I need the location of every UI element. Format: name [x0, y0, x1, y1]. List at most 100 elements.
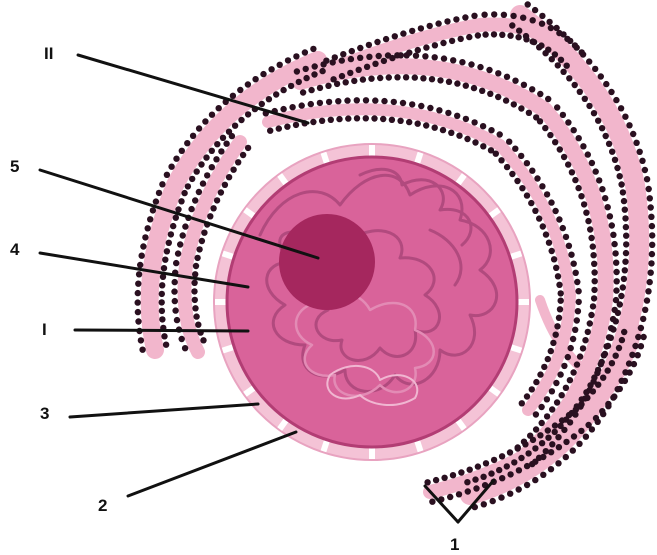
ribosome-dot [518, 455, 524, 461]
ribosome-dot [603, 343, 609, 349]
ribosome-dot [595, 382, 601, 388]
ribosome-dot [427, 23, 433, 29]
ribosome-dot [519, 400, 525, 406]
ribosome-dot [344, 97, 350, 103]
ribosome-dot [488, 127, 494, 133]
ribosome-dot [495, 70, 501, 76]
ribosome-dot [516, 28, 522, 34]
ribosome-dot [573, 407, 579, 413]
ribosome-dot [203, 154, 209, 160]
ribosome-dot [531, 39, 537, 45]
ribosome-dot [648, 260, 654, 266]
ribosome-dot [645, 288, 651, 294]
ribosome-dot [351, 78, 357, 84]
ribosome-dot [173, 260, 179, 266]
ribosome-dot [560, 69, 566, 75]
ribosome-dot [135, 281, 141, 287]
ribosome-dot [139, 347, 145, 353]
ribosome-dot [566, 243, 572, 249]
ribosome-dot [450, 472, 456, 478]
ribosome-dot [245, 145, 251, 151]
ribosome-dot [294, 68, 300, 74]
ribosome-dot [570, 336, 576, 342]
ribosome-dot [510, 13, 516, 19]
ribosome-dot [328, 117, 334, 123]
ribosome-dot [529, 386, 535, 392]
ribosome-dot [194, 255, 200, 261]
ribosome-dot [319, 118, 325, 124]
ribosome-dot [448, 130, 454, 136]
ribosome-dot [293, 122, 299, 128]
ribosome-dot [591, 269, 597, 275]
ribosome-dot [459, 59, 465, 65]
ribosome-dot [556, 30, 562, 36]
ribosome-dot [546, 240, 552, 246]
ribosome-dot [614, 278, 620, 284]
ribosome-dot [230, 167, 236, 173]
ribosome-dot [363, 97, 369, 103]
ribosome-dot [238, 117, 244, 123]
ribosome-dot [340, 51, 346, 57]
ribosome-dot [532, 459, 538, 465]
ribosome-dot [532, 477, 538, 483]
ribosome-dot [570, 369, 576, 375]
ribosome-dot [576, 299, 582, 305]
ribosome-dot [648, 214, 654, 220]
ribosome-dot [363, 115, 369, 121]
ribosome-dot [542, 125, 548, 131]
ribosome-dot [303, 75, 309, 81]
ribosome-dot [400, 100, 406, 106]
ribosome-dot [586, 103, 592, 109]
ribosome-dot [293, 53, 299, 59]
ribosome-dot [539, 420, 545, 426]
ribosome-dot [576, 441, 582, 447]
ribosome-dot [266, 96, 272, 102]
ribosome-dot [595, 118, 601, 124]
ribosome-dot [549, 248, 555, 254]
ribosome-dot [371, 115, 377, 121]
ribosome-dot [582, 96, 588, 102]
ribosome-dot [613, 297, 619, 303]
ribosome-dot [613, 269, 619, 275]
ribosome-dot [188, 206, 194, 212]
ribosome-dot [554, 323, 560, 329]
ribosome-dot [553, 332, 559, 338]
ribosome-dot [222, 182, 228, 188]
ribosome-dot [310, 46, 316, 52]
ribosome-dot [488, 470, 494, 476]
ribosome-dot [135, 290, 141, 296]
ribosome-dot [135, 299, 141, 305]
ribosome-dot [471, 85, 477, 91]
ribosome-dot [471, 13, 477, 19]
ribosome-dot [190, 133, 196, 139]
ribosome-dot [592, 66, 598, 72]
ribosome-dot [585, 329, 591, 335]
ribosome-dot [209, 148, 215, 154]
ribosome-dot [413, 53, 419, 59]
ribosome-dot [529, 86, 535, 92]
ribosome-dot [571, 433, 577, 439]
ribosome-dot [232, 123, 238, 129]
ribosome-dot [621, 276, 627, 282]
ribosome-dot [480, 474, 486, 480]
ribosome-dot [240, 152, 246, 158]
ribosome-dot [464, 479, 470, 485]
ribosome-dot [555, 62, 561, 68]
ribosome-dot [447, 494, 453, 500]
ribosome-dot [633, 140, 639, 146]
ribosome-dot [623, 224, 629, 230]
ribosome-dot [381, 98, 387, 104]
ribosome-dot [588, 312, 594, 318]
ribosome-dot [471, 119, 477, 125]
ribosome-dot [468, 61, 474, 67]
ribosome-dot [354, 115, 360, 121]
ribosome-dot [618, 181, 624, 187]
ribosome-dot [537, 91, 543, 97]
ribosome-dot [504, 74, 510, 80]
ribosome-dot [598, 361, 604, 367]
ribosome-dot [623, 233, 629, 239]
ribosome-dot [383, 36, 389, 42]
ribosome-dot [380, 116, 386, 122]
ribosome-dot [576, 135, 582, 141]
ribosome-dot [567, 419, 573, 425]
